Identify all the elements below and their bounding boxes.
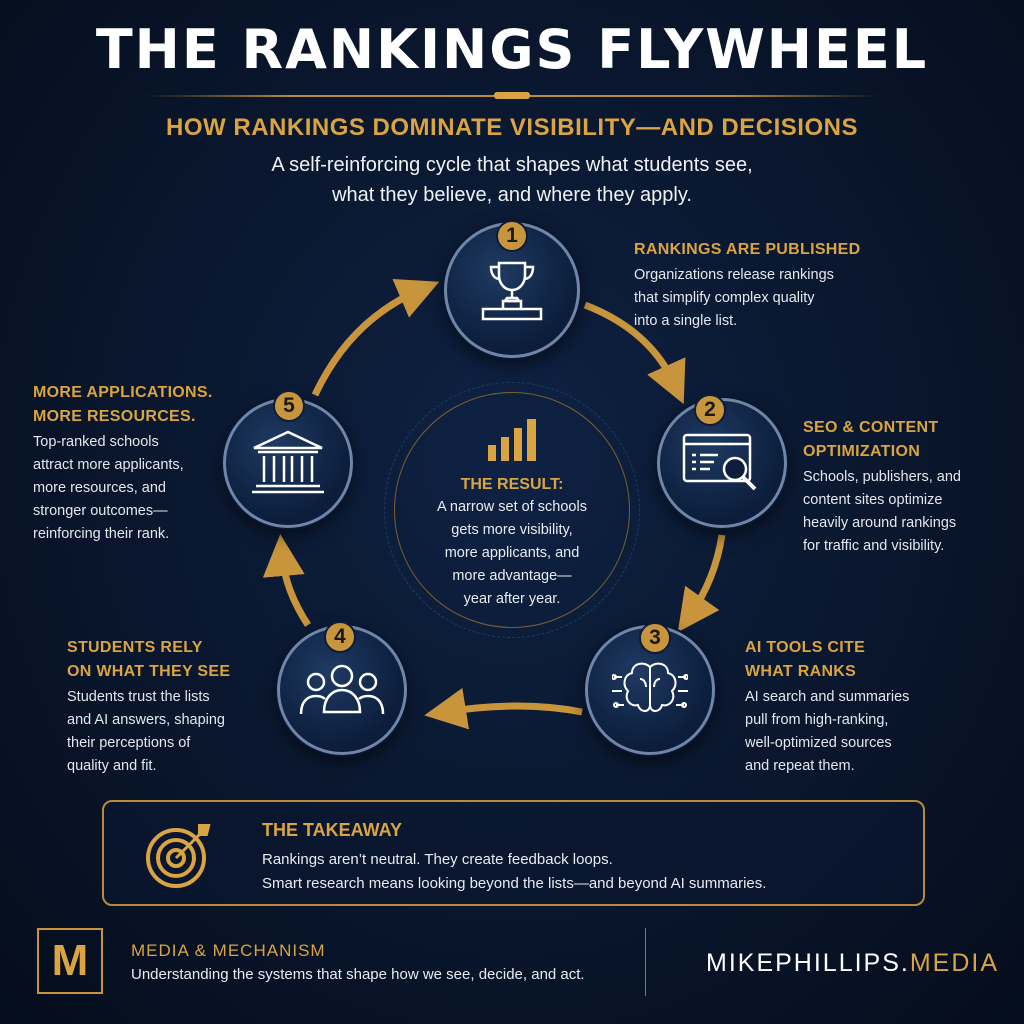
arrow-3-to-4	[424, 687, 583, 730]
step-2-line: content sites optimize	[803, 492, 943, 508]
arrow-5-to-1	[311, 278, 440, 397]
step-4-title: STUDENTS RELY	[67, 639, 203, 656]
step-4-title: ON WHAT THEY SEE	[67, 663, 231, 680]
step-3-line: and repeat them.	[745, 758, 855, 774]
step-3-node	[585, 625, 715, 755]
step-2-text: SEO & CONTENT OPTIMIZATION Schools, publi…	[803, 416, 961, 558]
step-2-title: SEO & CONTENT	[803, 419, 939, 436]
step-3-text: AI TOOLS CITE WHAT RANKS AI search and su…	[745, 636, 909, 778]
step-3-line: pull from high-ranking,	[745, 712, 889, 728]
website-accent: MEDIA	[909, 949, 1000, 977]
step-3-line: AI search and summaries	[745, 689, 910, 705]
takeaway-line: Smart research means looking beyond the …	[262, 875, 767, 892]
trophy-icon	[481, 261, 543, 321]
result-line: year after year.	[463, 591, 561, 607]
result-line: gets more visibility,	[451, 522, 573, 538]
step-1-title: RANKINGS ARE PUBLISHED	[634, 241, 861, 258]
step-3-title: AI TOOLS CITE	[745, 639, 866, 656]
description-line: A self-reinforcing cycle that shapes wha…	[271, 154, 753, 176]
step-2-line: for traffic and visibility.	[803, 538, 945, 554]
step-4-badge: 4	[324, 621, 356, 653]
step-4-line: and AI answers, shaping	[67, 712, 225, 728]
step-1-line: into a single list.	[634, 313, 738, 329]
takeaway-line: Rankings aren’t neutral. They create fee…	[262, 851, 613, 868]
step-3-badge: 3	[639, 622, 671, 654]
ai-brain-icon	[612, 662, 688, 712]
result-title: THE RESULT:	[460, 476, 564, 493]
description: A self-reinforcing cycle that shapes wha…	[0, 150, 1024, 210]
step-4-line: quality and fit.	[67, 758, 157, 774]
title-divider-accent	[494, 92, 530, 99]
institution-icon	[252, 430, 324, 494]
step-4-text: STUDENTS RELY ON WHAT THEY SEE Students t…	[67, 636, 230, 778]
brand-name: MEDIA & MECHANISM	[131, 941, 326, 960]
result-panel: THE RESULT: A narrow set of schools gets…	[394, 392, 630, 628]
step-2-title: OPTIMIZATION	[803, 443, 921, 460]
step-4-line: their perceptions of	[67, 735, 191, 751]
step-1-line: Organizations release rankings	[634, 267, 834, 283]
step-3-line: well-optimized sources	[745, 735, 892, 751]
brand-logo: M	[37, 928, 103, 994]
step-5-line: stronger outcomes—	[33, 503, 168, 519]
step-1-text: RANKINGS ARE PUBLISHED Organizations rel…	[634, 238, 860, 333]
target-icon	[146, 824, 211, 888]
step-5-badge: 5	[273, 390, 305, 422]
arrow-1-to-2	[583, 301, 686, 405]
brand-tagline: Understanding the systems that shape how…	[131, 966, 585, 983]
bar-chart-icon	[488, 419, 536, 461]
page-title: THE RANKINGS FLYWHEEL	[95, 18, 929, 81]
website-link[interactable]: MIKEPHILLIPS.MEDIA	[706, 949, 999, 978]
result-line: more advantage—	[452, 568, 572, 584]
step-5-text: MORE APPLICATIONS. MORE RESOURCES. Top-ra…	[33, 381, 213, 546]
step-2-badge: 2	[694, 394, 726, 426]
footer-divider	[645, 928, 646, 996]
browser-search-icon	[682, 433, 757, 491]
takeaway-title: THE TAKEAWAY	[262, 820, 403, 840]
takeaway-box: THE TAKEAWAY Rankings aren’t neutral. Th…	[102, 800, 925, 906]
result-outer-ring	[384, 382, 640, 638]
step-2-line: heavily around rankings	[803, 515, 957, 531]
step-3-title: WHAT RANKS	[745, 663, 857, 680]
arrow-2-to-3	[677, 534, 726, 633]
step-5-title: MORE RESOURCES.	[33, 408, 196, 425]
website-main: MIKEPHILLIPS.	[706, 949, 910, 977]
step-5-line: Top-ranked schools	[33, 434, 159, 450]
description-line: what they believe, and where they apply.	[332, 184, 692, 206]
step-1-line: that simplify complex quality	[634, 290, 815, 306]
step-2-line: Schools, publishers, and	[803, 469, 961, 485]
result-line: A narrow set of schools	[437, 499, 587, 515]
result-line: more applicants, and	[444, 545, 580, 561]
step-5-line: reinforcing their rank.	[33, 526, 170, 542]
subtitle: HOW RANKINGS DOMINATE VISIBILITY—AND DEC…	[166, 114, 858, 141]
step-5-line: attract more applicants,	[33, 457, 184, 473]
step-4-line: Students trust the lists	[67, 689, 210, 705]
step-5-title: MORE APPLICATIONS.	[33, 384, 213, 401]
people-icon	[299, 664, 385, 715]
step-5-line: more resources, and	[33, 480, 166, 496]
arrow-4-to-5	[262, 534, 311, 627]
step-1-badge: 1	[496, 220, 528, 252]
